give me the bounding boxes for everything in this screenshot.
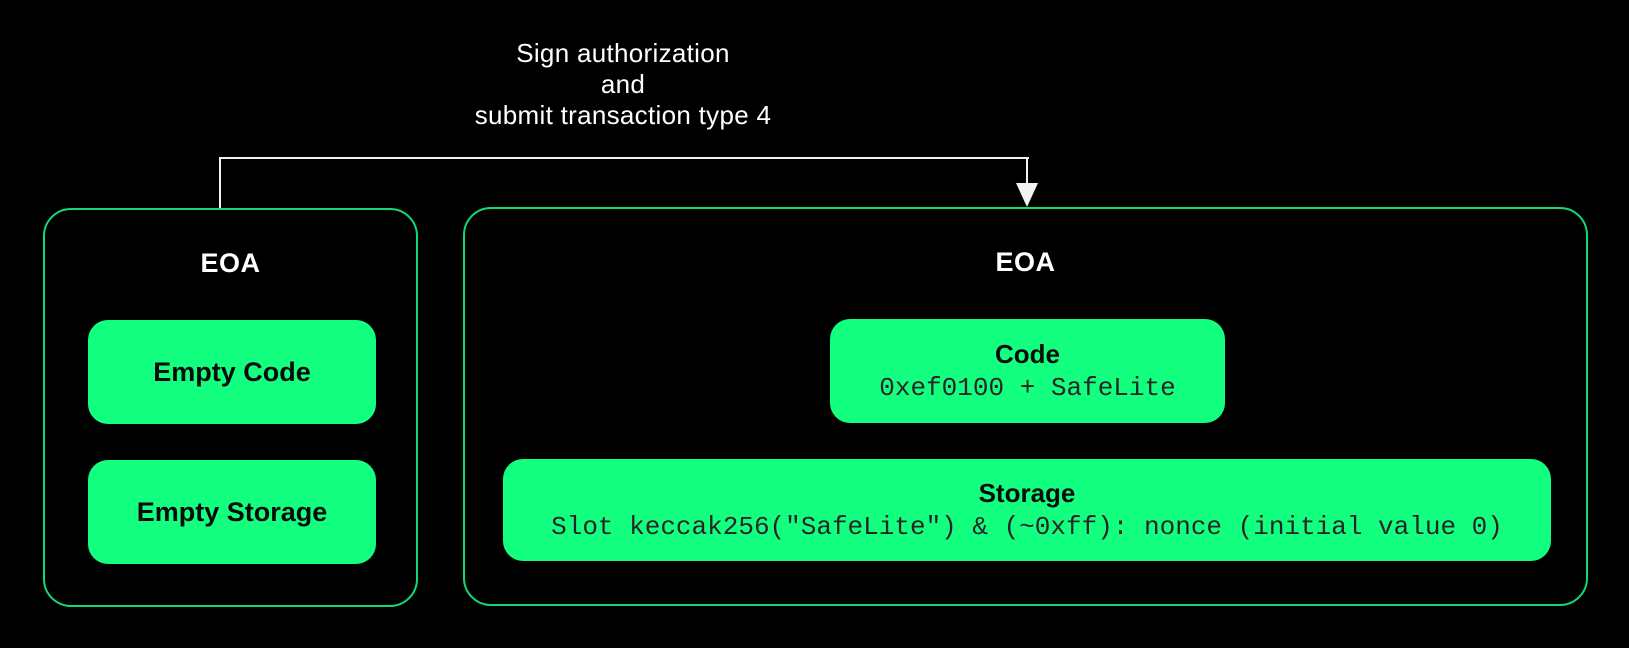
storage-box-value: Slot keccak256("SafeLite") & (~0xff): no… [551,512,1503,542]
empty-code-label: Empty Code [153,356,311,387]
storage-box: Storage Slot keccak256("SafeLite") & (~0… [503,459,1551,561]
storage-box-title: Storage [978,478,1076,508]
arrow-segment-horizontal [219,157,1029,159]
arrow-segment-right-vertical [1026,157,1028,187]
left-eoa-panel: EOA Empty Code Empty Storage [43,208,418,607]
empty-code-box: Empty Code [88,320,376,424]
right-eoa-panel: EOA Code 0xef0100 + SafeLite Storage Slo… [463,207,1588,606]
annotation-line-1: Sign authorization [516,38,730,68]
empty-storage-box: Empty Storage [88,460,376,564]
arrow-segment-left-vertical [219,157,221,208]
annotation-line-3: submit transaction type 4 [474,100,772,130]
code-box-title: Code [995,339,1060,369]
empty-storage-label: Empty Storage [136,496,328,527]
code-box: Code 0xef0100 + SafeLite [830,319,1225,423]
annotation-line-2: and [600,69,646,99]
code-box-value: 0xef0100 + SafeLite [879,373,1176,403]
left-panel-title: EOA [200,248,261,278]
right-panel-title: EOA [995,247,1056,277]
arrowhead-down-icon [1016,183,1038,207]
annotation-text: Sign authorization and submit transactio… [303,38,943,131]
